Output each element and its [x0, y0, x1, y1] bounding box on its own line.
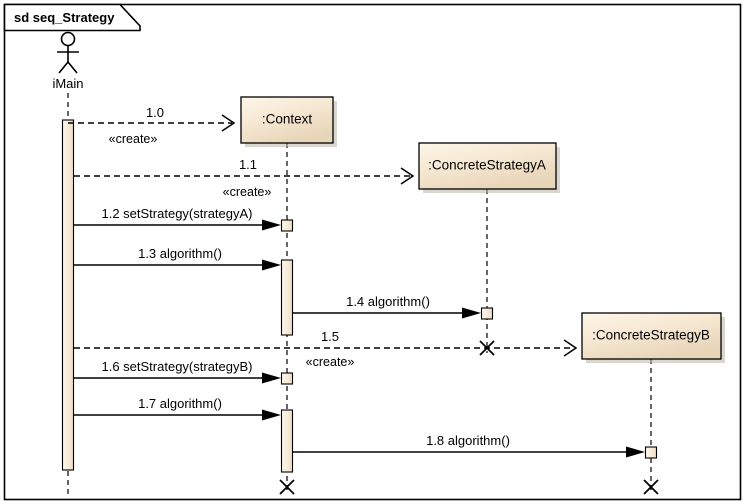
message-1-6[interactable]: 1.6 setStrategy(strategyB) [74, 359, 281, 384]
actor-imain[interactable]: iMain [52, 31, 84, 92]
actor-head-icon [60, 31, 76, 47]
message-1-5-label: 1.5 [321, 329, 339, 344]
message-1-7-arrowhead [262, 409, 281, 421]
message-1-1[interactable]: 1.1 «create» [74, 157, 415, 199]
message-1-1-arrowhead [400, 167, 415, 185]
message-1-6-label: 1.6 setStrategy(strategyB) [101, 359, 252, 374]
actor-label-imain: iMain [52, 76, 83, 91]
object-label-strategy-a: :ConcreteStrategyA [428, 158, 546, 173]
activation-context-2 [280, 259, 294, 336]
message-1-8-arrowhead [626, 446, 645, 458]
message-1-3-arrowhead [262, 259, 281, 271]
activation-context-3 [280, 372, 294, 385]
message-1-1-stereotype: «create» [223, 185, 272, 199]
destruction-strategy-b [643, 479, 659, 495]
actor-leg-left-icon [58, 61, 69, 74]
message-1-2[interactable]: 1.2 setStrategy(strategyA) [74, 206, 281, 231]
activation-strategy-b [644, 446, 658, 459]
object-label-strategy-b: :ConcreteStrategyB [592, 328, 710, 343]
message-1-7[interactable]: 1.7 algorithm() [74, 396, 281, 421]
destruction-strategy-a [479, 340, 495, 356]
message-1-6-arrowhead [262, 372, 281, 384]
message-1-1-label: 1.1 [239, 157, 257, 172]
diagram-frame: sd seq_Strategy [3, 3, 742, 501]
activation-context-4 [280, 409, 294, 473]
activation-strategy-a [480, 307, 494, 320]
object-concrete-strategy-b[interactable]: :ConcreteStrategyB [581, 312, 725, 363]
message-1-8-label: 1.8 algorithm() [426, 433, 510, 448]
activation-context-1 [280, 219, 294, 232]
activation-bars [61, 119, 658, 473]
actor-leg-right-icon [67, 61, 78, 74]
message-1-2-arrowhead [262, 219, 281, 231]
message-1-5-stereotype: «create» [306, 355, 355, 369]
message-1-0-stereotype: «create» [109, 132, 158, 146]
destruction-markers [279, 340, 659, 495]
frame-label: sd seq_Strategy [14, 10, 115, 25]
message-1-5-arrowhead [563, 339, 578, 357]
message-1-5[interactable]: 1.5 «create» [74, 329, 578, 369]
message-1-8[interactable]: 1.8 algorithm() [293, 433, 645, 458]
object-concrete-strategy-a[interactable]: :ConcreteStrategyA [418, 142, 560, 193]
message-1-4-label: 1.4 algorithm() [346, 294, 430, 309]
message-1-0[interactable]: 1.0 «create» [68, 105, 236, 146]
object-context[interactable]: :Context [240, 96, 337, 147]
message-1-3[interactable]: 1.3 algorithm() [74, 246, 281, 271]
message-1-0-arrowhead [221, 114, 236, 132]
message-1-7-label: 1.7 algorithm() [138, 396, 222, 411]
message-1-4[interactable]: 1.4 algorithm() [293, 294, 481, 319]
message-1-2-label: 1.2 setStrategy(strategyA) [101, 206, 252, 221]
message-1-4-arrowhead [462, 307, 481, 319]
destruction-context [279, 479, 295, 495]
message-1-0-label: 1.0 [146, 105, 164, 120]
message-1-3-label: 1.3 algorithm() [138, 246, 222, 261]
activation-imain [61, 119, 75, 471]
object-label-context: :Context [262, 112, 313, 127]
